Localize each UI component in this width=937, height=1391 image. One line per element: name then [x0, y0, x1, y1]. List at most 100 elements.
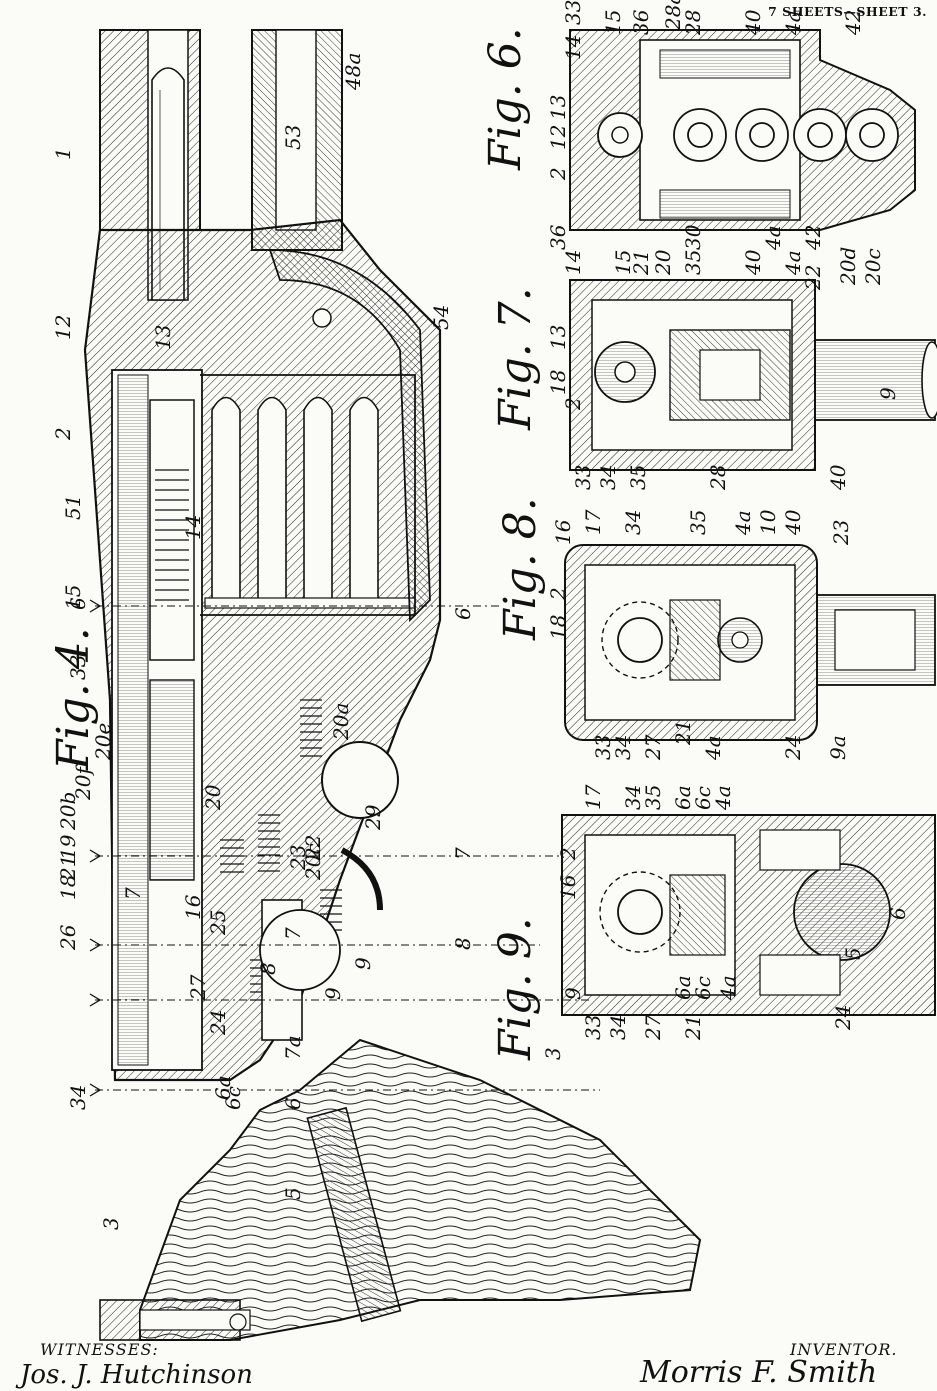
ref-label: 7 [281, 927, 305, 940]
ref-label: 54 [429, 305, 453, 330]
ref-label: 28 [706, 465, 730, 491]
sheet-header: 7 SHEETS—SHEET 3. [768, 4, 927, 19]
ref-label: 36 [629, 9, 653, 35]
ref-label: 27 [641, 734, 665, 761]
ref-label: 20e [91, 723, 115, 761]
ref-label: 9a [826, 735, 850, 760]
ref-label: 33 [561, 0, 585, 25]
ref-label: 34 [66, 1085, 90, 1110]
ref-label: 51 [61, 495, 85, 520]
section-arrows [89, 599, 102, 1097]
ref-label: 53 [281, 125, 305, 150]
ref-label: 6 [886, 907, 910, 920]
ref-label: 15 [611, 250, 635, 275]
ref-label: 20f [71, 764, 95, 801]
ref-label: 42 [801, 225, 825, 251]
ref-label: 40 [741, 9, 765, 36]
ref-label: 14 [181, 515, 205, 540]
ref-label: 6c [221, 1086, 245, 1110]
ref-label: 20a [329, 703, 353, 741]
ref-label: 34 [606, 1015, 630, 1040]
fig6-section [569, 29, 916, 231]
ref-label: 5 [841, 947, 865, 960]
ref-label: 34 [611, 735, 635, 760]
inventor-label: INVENTOR. [790, 1340, 898, 1359]
ref-label: 48a [341, 53, 365, 91]
ref-label: 5 [281, 1187, 305, 1200]
ref-label: 7 [451, 847, 475, 860]
ref-label: 12 [51, 315, 75, 340]
ref-label: 7a [281, 1035, 305, 1060]
ref-label: 9 [876, 387, 900, 400]
ref-label: 14 [561, 250, 585, 275]
ref-label: 24 [781, 735, 805, 761]
ref-label: 2 [51, 427, 75, 441]
ref-label: 23 [286, 845, 310, 871]
ref-label: 24 [206, 1010, 230, 1036]
ref-label: 6 [451, 607, 475, 620]
ref-label: 22 [801, 265, 825, 291]
ref-label: 20 [201, 784, 225, 811]
ref-label: 7 [121, 887, 145, 900]
ref-label: 4a [701, 735, 725, 761]
ref-label: 18 [546, 615, 570, 640]
ref-label: 15 [61, 585, 85, 610]
ref-label: 4a [761, 225, 785, 251]
ref-label: 20 [651, 249, 675, 276]
ref-label: 4a [716, 975, 740, 1001]
ref-label: 9 [561, 987, 585, 1000]
ref-label: 24 [831, 1005, 855, 1031]
ref-label: 2 [546, 587, 570, 601]
ref-label: 13 [546, 325, 570, 350]
ref-label: 12 [546, 125, 570, 150]
ref-label: 34 [621, 510, 645, 535]
ref-label: 6a [211, 1075, 235, 1100]
ref-label: 28 [681, 10, 705, 36]
ref-label: 15 [601, 10, 625, 35]
ref-label: 20c [301, 843, 325, 881]
ref-label: 10 [756, 509, 780, 535]
ref-label: 27 [641, 1014, 665, 1041]
ref-label: 3 [541, 1047, 565, 1060]
ref-label: 29 [361, 804, 385, 831]
ref-label: 17 [581, 784, 605, 810]
ref-label: 4a [781, 10, 805, 36]
ref-label: 17 [581, 509, 605, 535]
fig6-cartridges [673, 108, 899, 162]
ref-label: 2 [556, 847, 580, 861]
ref-label: 35 [686, 510, 710, 535]
ref-label: 33 [571, 465, 595, 490]
ref-label: 21 [671, 720, 695, 746]
ref-label: 23 [829, 520, 853, 546]
ref-label: 21 [56, 855, 80, 881]
ref-label: 6a [671, 975, 695, 1000]
ref-label: 35 [681, 250, 705, 275]
ref-label: 18 [546, 370, 570, 395]
ref-label: 8 [451, 937, 475, 950]
ref-label: 6 [66, 597, 90, 610]
ref-label: 4a [781, 250, 805, 276]
ref-label: 19 [56, 834, 80, 860]
ref-label: 9 [321, 987, 345, 1000]
ref-label: 40 [741, 249, 765, 276]
fig9-title: Fig. 9. [490, 917, 541, 1061]
ref-label: 16 [181, 894, 205, 920]
ref-label: 34 [621, 785, 645, 810]
ref-label: 4a [731, 510, 755, 536]
ref-label: 25 [206, 910, 230, 936]
ref-label: 40 [826, 464, 850, 491]
ref-label: 2 [546, 167, 570, 181]
ref-label: 27 [186, 974, 210, 1001]
ref-label: 35 [626, 465, 650, 490]
ref-label: 20b [56, 792, 80, 831]
ref-label: 26 [56, 924, 80, 951]
ref-label: 6c [691, 976, 715, 1000]
ref-label: 22 [301, 835, 325, 861]
ref-label: 40 [781, 509, 805, 536]
ref-label: 3 [99, 1217, 123, 1230]
fig4-title: Fig. 4. [48, 627, 99, 771]
ref-label: 16 [556, 874, 580, 900]
witnesses-label: WITNESSES: [40, 1340, 159, 1359]
ref-label: 42 [841, 10, 865, 36]
